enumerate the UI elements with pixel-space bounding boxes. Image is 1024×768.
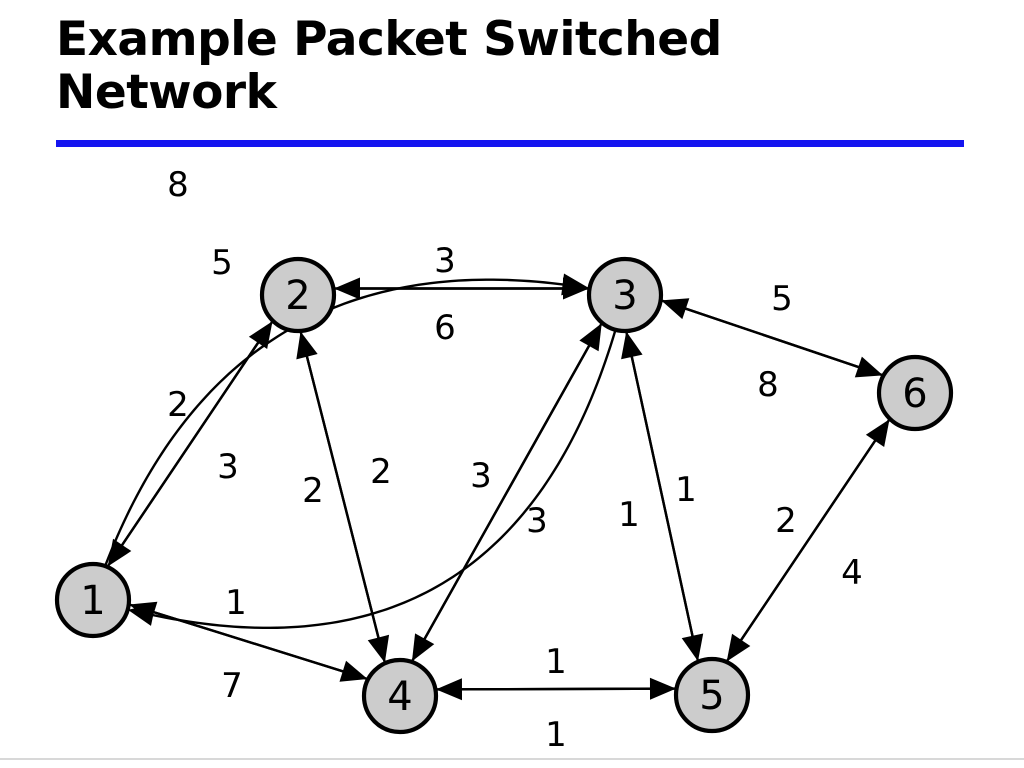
edge-weight-label: 2 [302,471,324,511]
arrowhead-icon [579,323,602,352]
edge-weight-label: 1 [225,583,247,623]
edges-layer [104,273,891,701]
edge-weight-label: 1 [675,470,697,510]
edge-weight-label: 1 [545,715,567,755]
edge-6-to-5 [726,418,891,662]
edge-weight-label: 2 [775,501,797,541]
edge-weight-label: 7 [221,666,243,706]
edge-5-to-4 [435,678,676,701]
arrowhead-icon [621,331,643,360]
edge-path [625,331,696,645]
edge-weight-label: 8 [757,365,779,405]
node-circle[interactable] [361,657,439,735]
edge-path [676,304,884,377]
edge-path [116,320,274,554]
arrowhead-icon [411,633,435,662]
edge-path [299,331,382,647]
arrowhead-icon [129,601,158,623]
node-label: 3 [612,273,637,319]
node-circle[interactable] [673,656,751,734]
footer-divider [0,758,1024,760]
node-4[interactable]: 4 [361,657,439,735]
edge-weight-label: 3 [526,501,548,541]
node-circle[interactable] [586,256,664,334]
edge-weight-label: 2 [167,385,189,425]
edge-weight-label: 3 [217,447,239,487]
page-title: Example Packet Switched Network [56,12,722,120]
arrowhead-icon [661,298,690,320]
edge-weight-label: 5 [211,243,233,283]
edge-path [149,329,617,630]
node-6[interactable]: 6 [876,354,954,432]
node-circle[interactable] [54,561,132,639]
arrowhead-icon [334,277,360,300]
edge-2-to-4 [299,331,390,663]
edge-path [419,322,603,648]
arrowhead-icon [726,633,751,662]
edge-weight-label: 3 [434,241,456,281]
edge-weight-label: 3 [470,456,492,496]
edge-3-to-2 [334,277,589,300]
edge-weight-label: 5 [771,279,793,319]
edge-6-to-3 [661,298,884,377]
edge-weight-label: 4 [841,553,863,593]
arrowhead-icon [367,634,390,663]
node-circle[interactable] [876,354,954,432]
edge-weight-label: 6 [434,308,456,348]
title-divider [56,140,964,147]
node-label: 6 [902,371,927,417]
node-circle[interactable] [259,256,337,334]
edge-path [735,418,891,649]
node-1[interactable]: 1 [54,561,132,639]
edge-weight-label: 8 [167,165,189,205]
edge-2-to-1 [107,320,274,567]
edge-3-to-4 [411,322,603,662]
node-label: 5 [699,673,724,719]
edge-3-to-5 [625,331,704,662]
arrowhead-icon [435,678,463,701]
node-5[interactable]: 5 [673,656,751,734]
node-2[interactable]: 2 [259,256,337,334]
node-label: 4 [387,674,412,720]
node-label: 1 [80,578,105,624]
edge-weight-label: 1 [618,495,640,535]
edge-weight-label: 1 [545,642,567,682]
edge-path [452,687,676,691]
edge-path [145,608,368,681]
edge-4-to-1 [129,601,368,681]
node-3[interactable]: 3 [586,256,664,334]
arrowhead-icon [107,538,132,567]
arrowhead-icon [681,633,704,662]
edge-weight-label: 2 [370,452,392,492]
edge-path [104,278,568,566]
node-label: 2 [285,273,310,319]
